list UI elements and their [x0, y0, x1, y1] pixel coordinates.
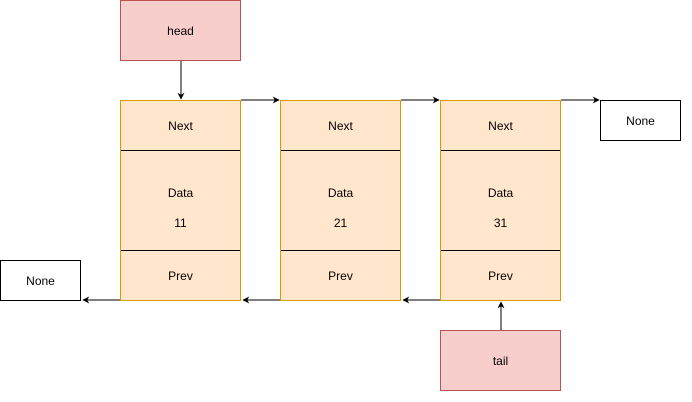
- list-node-1: Next Data 11 Prev: [120, 100, 241, 301]
- data-cell: Data 31: [441, 151, 560, 251]
- next-label: Next: [168, 118, 193, 133]
- data-value: 21: [333, 215, 348, 230]
- next-label: Next: [328, 118, 353, 133]
- prev-cell: Prev: [121, 251, 240, 301]
- next-cell: Next: [121, 101, 240, 151]
- none-box-right: None: [600, 100, 681, 141]
- head-label: head: [167, 23, 194, 38]
- none-label: None: [626, 113, 655, 128]
- data-label: Data: [167, 185, 194, 200]
- list-node-2: Next Data 21 Prev: [280, 100, 401, 301]
- next-label: Next: [488, 118, 513, 133]
- prev-label: Prev: [168, 269, 193, 283]
- data-value: 11: [174, 215, 187, 230]
- data-cell: Data 11: [121, 151, 240, 251]
- list-node-3: Next Data 31 Prev: [440, 100, 561, 301]
- next-cell: Next: [441, 101, 560, 151]
- data-label: Data: [487, 185, 514, 200]
- data-label: Data: [327, 185, 354, 200]
- data-value: 31: [493, 215, 508, 230]
- next-cell: Next: [281, 101, 400, 151]
- data-cell: Data 21: [281, 151, 400, 251]
- prev-label: Prev: [488, 269, 513, 283]
- tail-box: tail: [440, 330, 561, 391]
- prev-cell: Prev: [281, 251, 400, 301]
- prev-cell: Prev: [441, 251, 560, 301]
- head-box: head: [120, 0, 241, 61]
- prev-label: Prev: [328, 269, 353, 283]
- none-box-left: None: [0, 260, 81, 301]
- none-label: None: [26, 273, 55, 288]
- tail-label: tail: [492, 353, 509, 368]
